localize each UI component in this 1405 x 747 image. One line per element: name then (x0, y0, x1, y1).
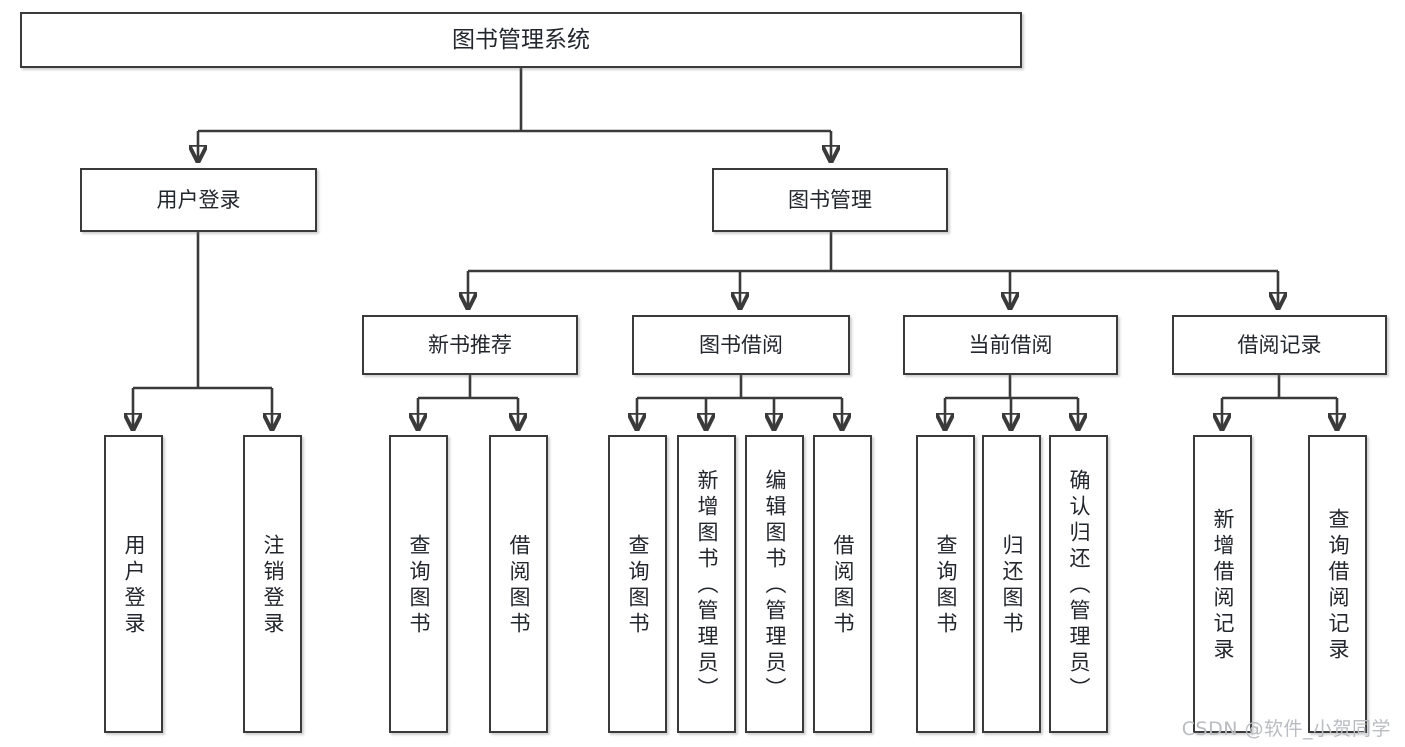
node-root-book-management-system[interactable]: 图书管理系统 (20, 12, 1022, 68)
node-label: 用户登录 (122, 534, 146, 638)
node-label: 查询图书 (407, 534, 431, 638)
node-label: 新书推荐 (428, 332, 512, 357)
node-label: 新增借阅记录 (1211, 508, 1235, 664)
leaf-logout-login[interactable]: 注销登录 (243, 435, 302, 733)
node-label: 图书管理 (788, 187, 872, 212)
leaf-add-book-admin[interactable]: 新增图书（管理员） (677, 435, 736, 733)
node-borrow-record[interactable]: 借阅记录 (1172, 315, 1387, 375)
leaf-edit-book-admin[interactable]: 编辑图书（管理员） (745, 435, 804, 733)
node-label: 当前借阅 (968, 332, 1053, 357)
leaf-borrow-book-new-rec[interactable]: 借阅图书 (489, 435, 548, 733)
node-label: 借阅图书 (507, 534, 531, 638)
leaf-user-login[interactable]: 用户登录 (104, 435, 163, 733)
leaf-query-book-new-rec[interactable]: 查询图书 (389, 435, 448, 733)
node-label: 查询图书 (934, 534, 958, 638)
leaf-confirm-return-admin[interactable]: 确认归还（管理员） (1049, 435, 1108, 733)
leaf-query-borrow-record[interactable]: 查询借阅记录 (1308, 435, 1367, 733)
node-label: 图书管理系统 (452, 26, 590, 53)
node-label: 借阅图书 (831, 534, 855, 638)
node-label: 注销登录 (261, 534, 285, 638)
node-label: 借阅记录 (1237, 332, 1322, 357)
node-label: 归还图书 (1000, 534, 1024, 638)
node-new-book-recommend[interactable]: 新书推荐 (362, 315, 578, 375)
node-label: 用户登录 (156, 187, 241, 212)
leaf-query-book-borrow[interactable]: 查询图书 (608, 435, 667, 733)
node-book-borrow[interactable]: 图书借阅 (632, 315, 850, 375)
node-label: 确认归还（管理员） (1067, 469, 1091, 703)
node-label: 编辑图书（管理员） (763, 469, 787, 703)
node-label: 查询图书 (626, 534, 650, 638)
node-label: 新增图书（管理员） (695, 469, 719, 703)
node-current-borrow[interactable]: 当前借阅 (903, 315, 1118, 375)
node-label: 图书借阅 (699, 332, 783, 357)
leaf-query-book-current[interactable]: 查询图书 (916, 435, 975, 733)
node-label: 查询借阅记录 (1326, 508, 1350, 664)
leaf-return-book[interactable]: 归还图书 (982, 435, 1041, 733)
node-book-manage[interactable]: 图书管理 (712, 168, 948, 232)
leaf-add-borrow-record[interactable]: 新增借阅记录 (1193, 435, 1252, 733)
node-user-login[interactable]: 用户登录 (80, 168, 317, 232)
leaf-borrow-book[interactable]: 借阅图书 (813, 435, 872, 733)
csdn-watermark: CSDN @软件_小贺同学 (1181, 718, 1391, 740)
